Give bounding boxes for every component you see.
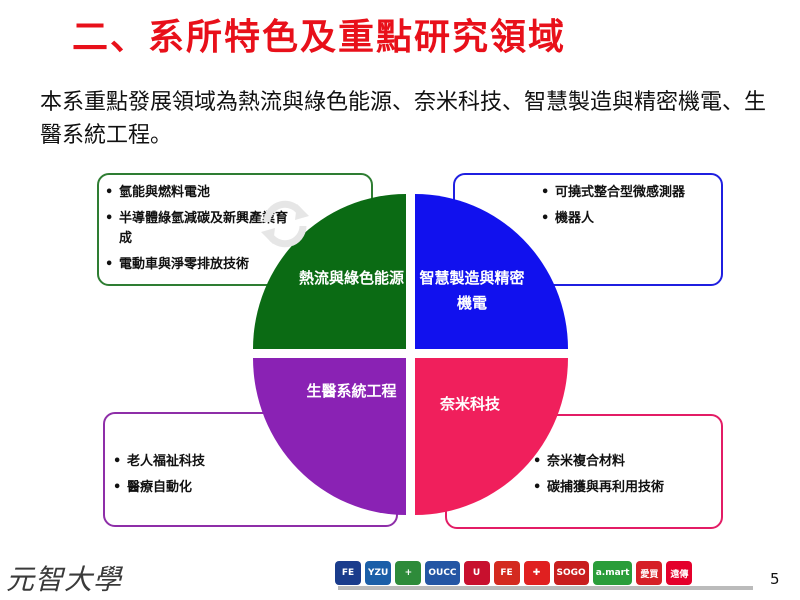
slide-title: 二、系所特色及重點研究領域 [72, 17, 567, 58]
partner-logo: FE [335, 561, 361, 585]
list-item: 電動車與淨零排放技術 [105, 255, 371, 275]
list-item: 碳捕獲與再利用技術 [533, 478, 721, 498]
list-item: 醫療自動化 [113, 478, 396, 498]
quadrant-label-biomedical: 生醫系統工程 [306, 382, 397, 400]
quadrant-bl [253, 358, 406, 515]
list-item: 機器人 [541, 209, 721, 229]
quadrant-tl [253, 194, 406, 349]
partner-logo: U [463, 561, 490, 585]
list-item: 老人福祉科技 [113, 452, 396, 472]
partner-logo: YZU [365, 561, 392, 585]
research-areas-cycle: 熱流與綠色能源 智慧製造與精密機電 生醫系統工程 奈米科技 [253, 192, 568, 517]
page-number: 5 [770, 570, 780, 588]
university-logo: 元智大學 [6, 563, 123, 596]
partner-logo: 愛買 [636, 561, 663, 585]
quadrant-br [415, 358, 568, 515]
list-item: 半導體綠氫減碳及新興產業育成 [105, 209, 299, 249]
partner-logo: ✚ [523, 561, 550, 585]
quadrant-label-nanotech: 奈米科技 [439, 395, 500, 413]
cycle-arrows-icon [261, 200, 309, 248]
list-item: 氫能與燃料電池 [105, 183, 371, 203]
quadrant-label-green-energy: 熱流與綠色能源 [299, 269, 405, 287]
quadrant-label-smart-manufacturing: 智慧製造與精密機電 [419, 269, 525, 312]
partner-logo: 遠傳 [666, 561, 693, 585]
partner-logo: OUCC [425, 561, 460, 585]
intro-text: 本系重點發展領域為熱流與綠色能源、奈米科技、智慧製造與精密機電、生醫系統工程。 [40, 90, 767, 148]
quadrant-tr [415, 194, 568, 349]
list-item: 可撓式整合型微感測器 [541, 183, 721, 203]
list-item: 奈米複合材料 [533, 452, 721, 472]
partner-logo: a.mart [592, 561, 633, 585]
partner-logo: FE [493, 561, 520, 585]
partner-logo: SOGO [553, 561, 589, 585]
partner-logo: + [395, 561, 422, 585]
partner-caption-bar [338, 586, 753, 590]
